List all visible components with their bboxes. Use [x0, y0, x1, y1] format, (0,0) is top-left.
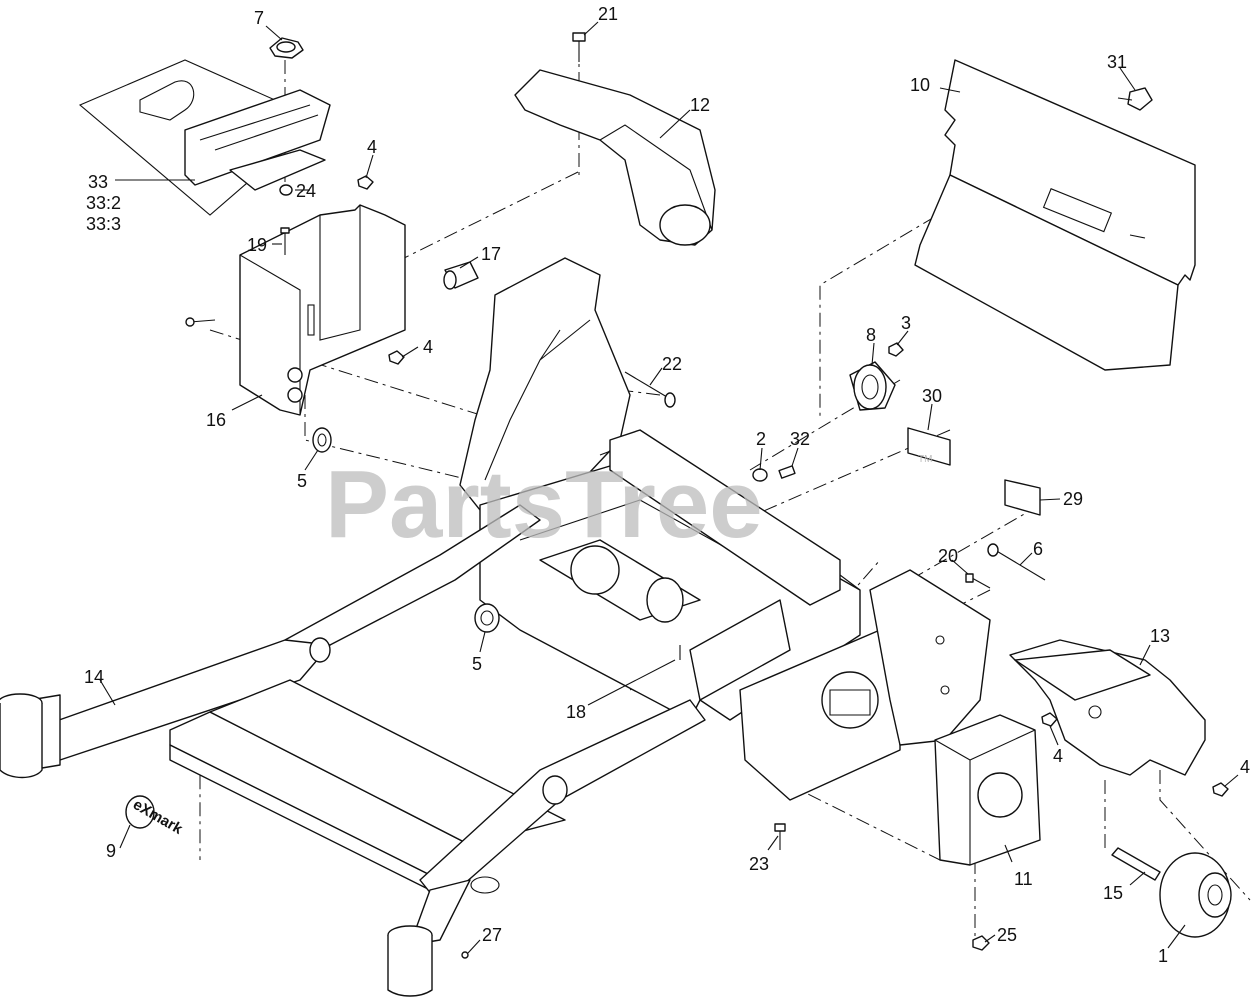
callout-21: 21: [598, 4, 618, 24]
leader-lines: [99, 21, 1239, 954]
callout-4: 4: [367, 137, 377, 157]
callout-12: 12: [690, 95, 710, 115]
shield-plate-10: [914, 59, 1196, 371]
cover-12: [514, 69, 716, 246]
callout-4: 4: [1240, 757, 1250, 777]
callout-8: 8: [866, 325, 876, 345]
callout-6: 6: [1033, 539, 1043, 559]
callout-18: 18: [566, 702, 586, 722]
callout-17: 17: [481, 244, 501, 264]
pin-19: [280, 227, 290, 255]
knob-7: [269, 37, 304, 59]
callout-3: 3: [901, 313, 911, 333]
watermark-trademark: TM: [918, 454, 932, 465]
callouts: 7 21 12 10 31 4 33 33:2 33:3 24 19 17 4 …: [84, 4, 1250, 966]
nut-25: [972, 935, 990, 951]
decal-sheet-33: [78, 59, 331, 216]
callout-19: 19: [247, 235, 267, 255]
callout-16: 16: [206, 410, 226, 430]
bolt-left-16: [185, 317, 216, 327]
assembly-lines: [199, 45, 1251, 940]
callout-5: 5: [472, 654, 482, 674]
bolt-21: [572, 32, 586, 62]
callout-24: 24: [296, 181, 316, 201]
pin-15: [1111, 847, 1161, 881]
nut-4-upper: [357, 175, 374, 190]
callout-11: 11: [1014, 869, 1033, 889]
bushing-8: [849, 361, 896, 411]
callout-13: 13: [1150, 626, 1170, 646]
right-bracket: [869, 569, 991, 746]
callout-5: 5: [297, 471, 307, 491]
callout-9: 9: [106, 841, 116, 861]
seat-plate: [459, 257, 631, 531]
front-bar: [169, 679, 566, 896]
callout-10: 10: [910, 75, 930, 95]
callout-33: 33: [88, 172, 108, 192]
bushing-5-upper: [312, 427, 332, 453]
bolt-20: [965, 573, 991, 589]
nut-24: [279, 184, 293, 196]
spacer-17: [443, 261, 479, 290]
console-16: [239, 204, 406, 416]
callout-32: 32: [790, 429, 810, 449]
right-arm: [387, 699, 706, 997]
knob-31: [1117, 87, 1153, 111]
decal-30: [907, 427, 951, 466]
watermark: PartsTree: [325, 451, 763, 558]
decal-29: [1004, 479, 1041, 516]
callout-30: 30: [922, 386, 942, 406]
bolt-22: [624, 371, 676, 408]
bushing-5-lower: [474, 603, 500, 633]
exmark-logo-9: eXmark: [125, 795, 186, 838]
callout-1: 1: [1158, 946, 1168, 966]
caster-cover-13: [1009, 639, 1206, 776]
fitting-32: [778, 465, 796, 479]
callout-4: 4: [423, 337, 433, 357]
callout-14: 14: [84, 667, 104, 687]
callout-22: 22: [662, 354, 682, 374]
caster-block-11: [934, 714, 1041, 866]
callout-4: 4: [1053, 746, 1063, 766]
callout-23: 23: [749, 854, 769, 874]
callout-7: 7: [254, 8, 264, 28]
callout-25: 25: [997, 925, 1017, 945]
screw-27: [461, 951, 469, 959]
callout-33-3: 33:3: [86, 214, 121, 234]
callout-20: 20: [938, 546, 958, 566]
callout-15: 15: [1103, 883, 1123, 903]
nut-3: [888, 342, 904, 357]
nut-4-mid: [388, 350, 405, 365]
bolt-23: [774, 823, 786, 850]
callout-2: 2: [756, 429, 766, 449]
nut-4-right-b: [1212, 782, 1229, 797]
callout-33-2: 33:2: [86, 193, 121, 213]
callout-27: 27: [482, 925, 502, 945]
callout-29: 29: [1063, 489, 1083, 509]
main-frame: [479, 429, 901, 801]
nut-4-right-a: [1041, 712, 1058, 727]
wheel-1: [1159, 852, 1232, 938]
arm-14: [0, 504, 541, 779]
callout-31: 31: [1107, 52, 1127, 72]
